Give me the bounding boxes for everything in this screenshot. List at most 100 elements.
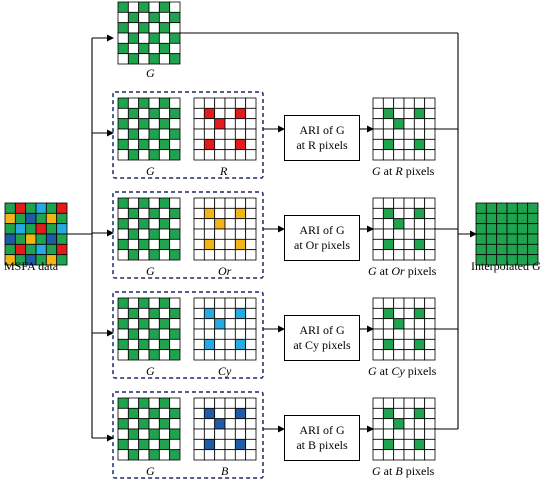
empty-pixel xyxy=(393,238,405,251)
empty-pixel xyxy=(214,149,226,161)
empty-pixel xyxy=(393,397,405,409)
empty-pixel xyxy=(224,438,236,451)
empty-pixel xyxy=(158,53,171,65)
filled-pixel xyxy=(169,249,181,261)
empty-pixel xyxy=(148,238,160,251)
ari-or-line2: at Or pixels xyxy=(294,238,350,252)
empty-pixel xyxy=(169,418,181,430)
filled-pixel xyxy=(169,428,181,440)
filled-pixel xyxy=(138,238,150,251)
empty-pixel xyxy=(403,218,415,230)
empty-pixel xyxy=(138,128,150,140)
row-or-g-label: G xyxy=(146,264,155,278)
filled-pixel xyxy=(127,428,140,440)
empty-pixel xyxy=(372,297,384,309)
empty-pixel xyxy=(117,407,129,420)
row-b-channel-label: B xyxy=(221,464,229,478)
empty-pixel xyxy=(245,128,257,140)
empty-pixel xyxy=(424,197,436,209)
empty-pixel xyxy=(413,428,426,440)
empty-pixel xyxy=(214,97,226,109)
empty-pixel xyxy=(158,149,171,161)
filled-pixel xyxy=(234,107,247,120)
empty-pixel xyxy=(245,107,257,120)
filled-pixel xyxy=(169,349,181,361)
empty-pixel xyxy=(372,407,384,420)
top-g-pattern-grid xyxy=(117,1,181,65)
empty-pixel xyxy=(245,138,257,151)
empty-pixel xyxy=(393,128,405,140)
empty-pixel xyxy=(193,197,205,209)
filled-pixel xyxy=(117,418,129,430)
empty-pixel xyxy=(117,307,129,320)
empty-pixel xyxy=(424,218,436,230)
empty-pixel xyxy=(424,138,436,151)
filled-pixel xyxy=(413,307,426,320)
empty-pixel xyxy=(372,307,384,320)
row-b-output-label: G at B pixels xyxy=(372,464,434,478)
empty-pixel xyxy=(158,449,171,461)
empty-pixel xyxy=(393,338,405,351)
empty-pixel xyxy=(403,407,415,420)
empty-pixel xyxy=(245,428,257,440)
filled-pixel xyxy=(169,449,181,461)
row-or-output-label: G at Or pixels xyxy=(368,264,436,278)
empty-pixel xyxy=(193,407,205,420)
filled-pixel xyxy=(45,233,58,245)
empty-pixel xyxy=(372,418,384,430)
filled-pixel xyxy=(234,438,247,451)
empty-pixel xyxy=(382,97,395,109)
empty-pixel xyxy=(403,149,415,161)
empty-pixel xyxy=(382,228,395,240)
empty-pixel xyxy=(424,428,436,440)
empty-pixel xyxy=(138,328,150,340)
empty-pixel xyxy=(203,349,216,361)
empty-pixel xyxy=(413,297,426,309)
empty-pixel xyxy=(372,438,384,451)
filled-pixel xyxy=(4,233,16,245)
empty-pixel xyxy=(169,238,181,251)
empty-pixel xyxy=(224,449,236,461)
empty-pixel xyxy=(148,97,160,109)
filled-pixel xyxy=(158,42,171,55)
empty-pixel xyxy=(117,449,129,461)
filled-pixel xyxy=(148,228,160,240)
empty-pixel xyxy=(224,328,236,340)
empty-pixel xyxy=(372,249,384,261)
interpolated-channel: G xyxy=(531,259,541,273)
empty-pixel xyxy=(193,218,205,230)
filled-pixel xyxy=(169,328,181,340)
empty-pixel xyxy=(193,238,205,251)
empty-pixel xyxy=(158,32,171,44)
empty-pixel xyxy=(245,118,257,130)
filled-pixel xyxy=(516,202,529,214)
filled-pixel xyxy=(203,438,216,451)
empty-pixel xyxy=(158,249,171,261)
empty-pixel xyxy=(193,97,205,109)
filled-pixel xyxy=(496,223,508,235)
ari-cy-line1: ARI of G xyxy=(299,323,345,337)
filled-pixel xyxy=(117,238,129,251)
filled-pixel xyxy=(138,218,150,230)
filled-pixel xyxy=(158,22,171,34)
empty-pixel xyxy=(234,318,247,330)
filled-pixel xyxy=(4,223,16,235)
empty-pixel xyxy=(372,197,384,209)
row-or-out-mid: at xyxy=(376,264,392,278)
empty-pixel xyxy=(117,428,129,440)
filled-pixel xyxy=(475,233,487,245)
filled-pixel xyxy=(496,243,508,256)
empty-pixel xyxy=(403,397,415,409)
empty-pixel xyxy=(234,149,247,161)
empty-pixel xyxy=(203,218,216,230)
filled-pixel xyxy=(158,297,171,309)
filled-pixel xyxy=(148,407,160,420)
filled-pixel xyxy=(203,238,216,251)
row-cy-output-label: G at Cy pixels xyxy=(368,364,436,378)
filled-pixel xyxy=(117,218,129,230)
row-cy-output-grid xyxy=(372,297,436,361)
empty-pixel xyxy=(413,249,426,261)
empty-pixel xyxy=(214,297,226,309)
empty-pixel xyxy=(382,349,395,361)
